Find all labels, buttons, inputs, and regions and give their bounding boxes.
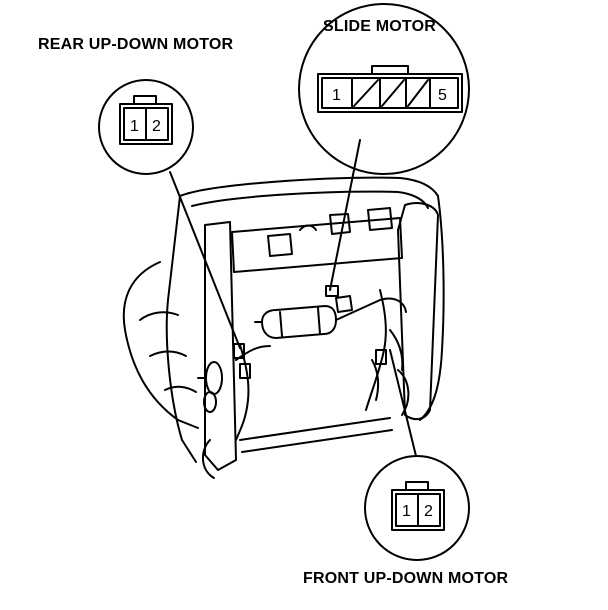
front-motor-callout-circle <box>364 455 470 561</box>
rear-pin-2: 2 <box>152 118 161 135</box>
slide-pin-5: 5 <box>438 87 447 104</box>
slide-motor-label: SLIDE MOTOR <box>323 18 437 35</box>
leader-lines <box>169 139 417 457</box>
slide-pin-1: 1 <box>332 87 341 104</box>
rear-connector <box>119 95 173 145</box>
pin-labels: 1 2 1 5 1 2 <box>130 87 447 520</box>
seat-cushion <box>122 261 199 429</box>
rear-pin-1: 1 <box>130 118 139 135</box>
front-connector <box>391 481 445 531</box>
slide-motor-callout-circle <box>298 3 470 175</box>
recline-knob <box>197 361 223 413</box>
harness-connectors <box>233 285 387 379</box>
rear-up-down-motor-label: REAR UP-DOWN MOTOR <box>38 36 234 53</box>
upper-cross-member <box>231 207 403 273</box>
front-up-down-motor-label: FRONT UP-DOWN MOTOR <box>303 570 509 587</box>
slide-motor-body <box>254 295 407 339</box>
front-pin-2: 2 <box>424 503 433 520</box>
seat-back-frame <box>165 176 445 479</box>
front-pin-1: 1 <box>402 503 411 520</box>
slide-connector <box>317 65 463 113</box>
rear-motor-callout-circle <box>98 79 194 175</box>
